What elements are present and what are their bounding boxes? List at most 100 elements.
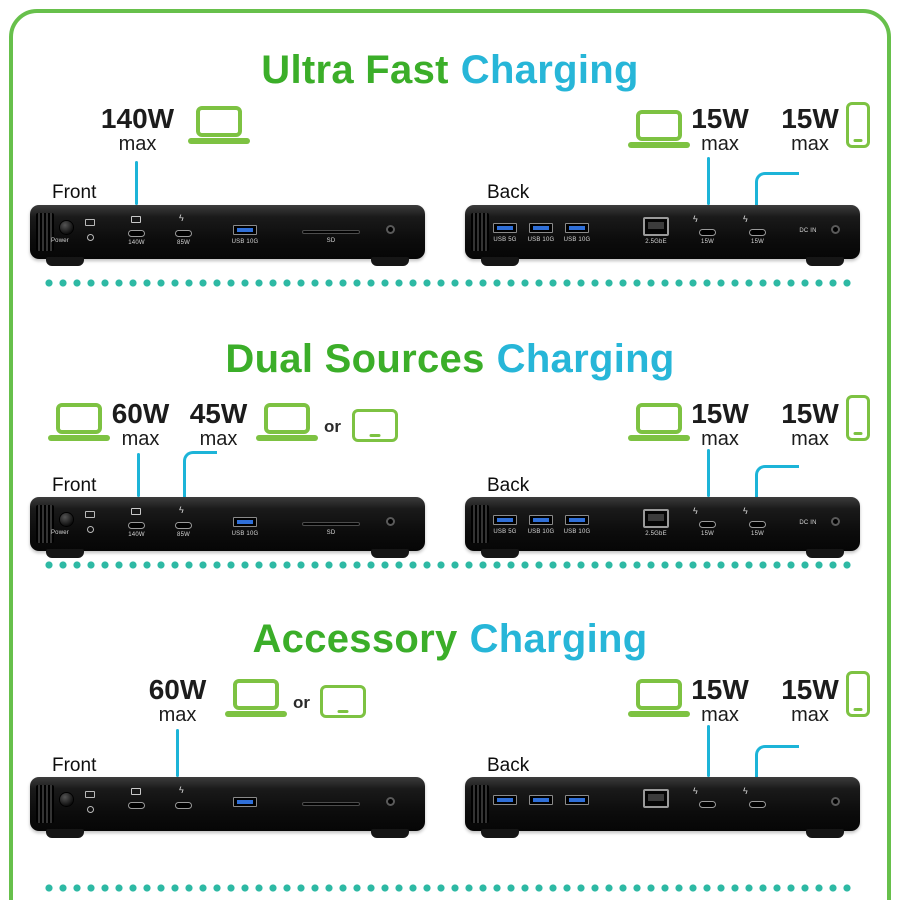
power-indicator-icon [87,526,94,533]
laptop-base [188,138,250,144]
vent-grille [36,505,54,543]
usba-port-label: USB 10G [527,529,555,535]
power-indicator-icon [87,806,94,813]
power-button [60,513,73,526]
laptop-screen [636,679,682,710]
wattage-unit: max [791,428,829,451]
lightning-icon: ϟ [743,506,748,516]
callout-line [137,453,140,497]
ethernet-port-label: 2.5GbE [645,531,667,537]
phone-icon [846,102,870,148]
dock-foot [46,549,84,558]
vent-grille [36,213,54,251]
usbc-pd-port [749,801,766,808]
usba-port [565,515,589,525]
back-wattage-callout: 15W max [775,104,845,156]
usba-port [565,795,589,805]
dock-foot [481,829,519,838]
dock-front-view: Power 140W ϟ 85W USB 10G SD [30,205,425,266]
lightning-icon: ϟ [743,214,748,224]
audio-jack [386,225,395,234]
wattage-value: 15W [691,674,749,705]
title-rest: Charging [496,337,675,381]
thunderbolt-icon: ϟ [179,785,184,795]
wattage-value: 140W [100,103,175,134]
usba-port [565,223,589,233]
dotted-divider [45,561,855,569]
tablet-icon [352,409,398,442]
back-wattage-callout: 15W max [775,399,845,451]
display-icon [131,508,141,515]
usba-port [233,797,257,807]
sd-slot-label: SD [326,238,336,244]
usbc-port-label: 85W [177,532,190,538]
wattage-unit: max [701,704,739,727]
usbc-pd-port-label: 15W [751,239,764,245]
dock-foot [46,829,84,838]
dc-in-label: DC IN [799,520,817,526]
tablet-icon [320,685,366,718]
title-rest: Charging [460,48,639,92]
usbc-port [175,522,192,529]
usbc-pd-port-label: 15W [751,531,764,537]
wattage-unit: max [791,704,829,727]
display-indicator-icon [85,791,95,798]
sd-card-slot [302,522,360,526]
laptop-icon [48,403,110,441]
display-icon [131,788,141,795]
callout-line [707,157,710,205]
laptop-screen [56,403,102,434]
back-view-label: Back [487,475,530,496]
wattage-value: 15W [781,103,839,134]
usbc-pd-port [749,521,766,528]
laptop-base [48,435,110,441]
laptop-screen [264,403,310,434]
usbc-host-port [128,522,145,529]
usba-port [233,225,257,235]
vent-grille [471,785,489,823]
usbc-host-port-label: 140W [128,240,145,246]
wattage-value: 60W [148,674,207,705]
dock-foot [481,549,519,558]
wattage-unit: max [199,428,238,451]
usba-port-label: USB 10G [563,237,591,243]
usbc-pd-port [699,229,716,236]
vent-grille [471,505,489,543]
dock-front-view: Power 140W ϟ 85W USB 10G SD [30,497,425,558]
usbc-port [175,230,192,237]
phone-icon [846,671,870,717]
laptop-base [628,711,690,717]
usbc-port-label: 85W [177,240,190,246]
wattage-value: 15W [781,398,839,429]
callout-elbow-line [755,745,799,777]
dock-foot [481,257,519,266]
ethernet-port [643,217,669,236]
laptop-base [256,435,318,441]
wattage-value: 15W [781,674,839,705]
lightning-icon: ϟ [743,786,748,796]
wattage-value: 45W [189,398,248,429]
laptop-screen [233,679,279,710]
usbc-pd-port [699,801,716,808]
usba-port-label: USB 10G [231,239,259,245]
callout-elbow-line [755,172,799,205]
wattage-unit: max [791,133,829,156]
wattage-unit: max [118,133,157,156]
usba-port [493,223,517,233]
sd-card-slot [302,230,360,234]
laptop-icon [256,403,318,441]
dock-back-view: USB 5G USB 10G USB 10G 2.5GbE ϟ 15W ϟ 15… [465,205,860,266]
back-wattage-callout: 15W max [775,675,845,727]
ethernet-port [643,789,669,808]
callout-line [707,449,710,497]
back-wattage-callout: 15W max [685,399,755,451]
dock-foot [806,829,844,838]
usba-port [493,795,517,805]
callout-line [135,161,138,205]
wattage-value: 60W [111,398,170,429]
dc-in-jack [831,517,840,526]
